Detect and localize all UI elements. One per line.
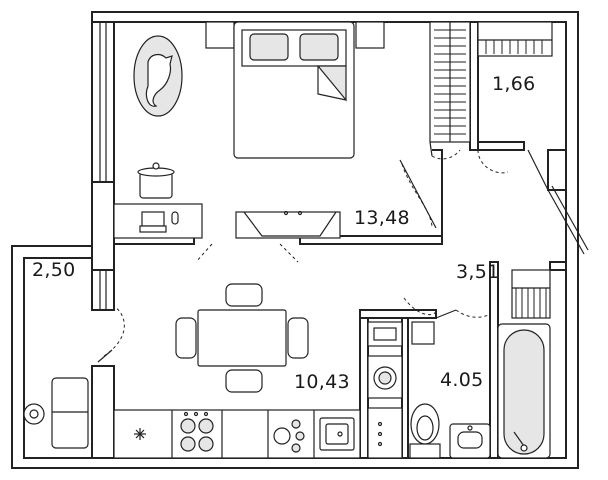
area-label-bedroom: 13,48 bbox=[354, 207, 410, 229]
area-label-bathroom: 4.05 bbox=[440, 369, 484, 391]
desk-workstation bbox=[113, 203, 203, 239]
area-label-balcony: 2,50 bbox=[32, 259, 76, 281]
balcony-furniture bbox=[23, 305, 125, 449]
pot-icon bbox=[137, 162, 175, 199]
kitchen-counter bbox=[113, 409, 361, 459]
bed bbox=[205, 21, 385, 159]
snowflake-icon bbox=[134, 428, 146, 440]
rug-with-dog bbox=[133, 35, 183, 117]
wardrobe-shelves bbox=[429, 21, 553, 143]
dining-table bbox=[175, 283, 309, 393]
wardrobe-door bbox=[429, 141, 509, 174]
tv-stand bbox=[235, 210, 341, 239]
bathroom-fixtures bbox=[367, 269, 551, 459]
area-label-hallway: 3,51 bbox=[456, 261, 500, 283]
area-label-kitchen: 10,43 bbox=[294, 371, 350, 393]
entrance-door bbox=[399, 149, 589, 255]
area-label-wardrobe: 1,66 bbox=[492, 73, 536, 95]
ceiling-lamp-cone bbox=[195, 243, 299, 263]
